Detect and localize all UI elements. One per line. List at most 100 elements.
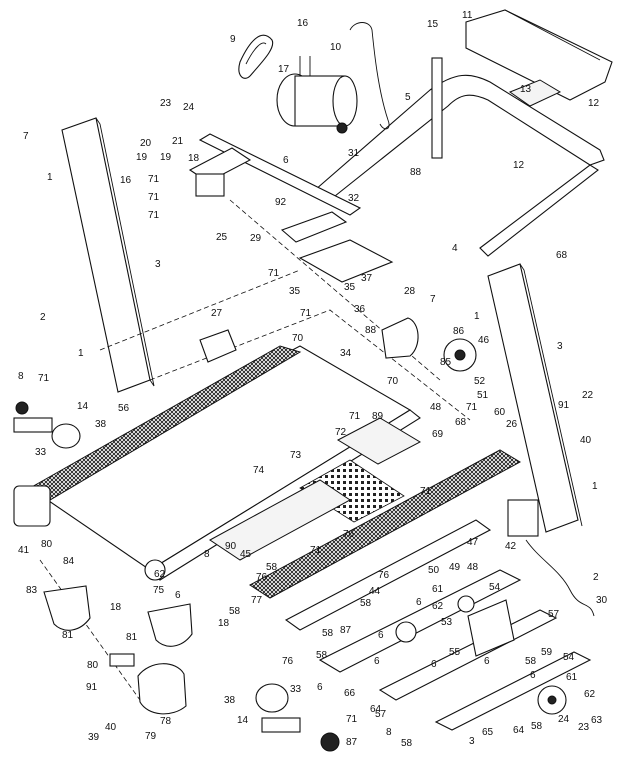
pulley-part: [395, 621, 417, 643]
part-number-label: 66: [344, 688, 356, 699]
motor-part: [276, 56, 358, 134]
part-number-label: 74: [253, 465, 265, 476]
part-number-label: 69: [432, 429, 444, 440]
part-number-label: 58: [322, 628, 334, 639]
part-number-label: 23: [578, 722, 590, 733]
part-number-label: 79: [145, 731, 157, 742]
part-number-label: 5: [405, 92, 411, 103]
part-number-label: 58: [266, 562, 278, 573]
part-number-label: 86: [453, 326, 465, 337]
part-number-label: 71: [300, 308, 312, 319]
part-number-label: 1: [47, 172, 53, 183]
part-number-label: 72: [335, 427, 347, 438]
part-number-label: 54: [563, 652, 575, 663]
part-number-label: 21: [172, 136, 184, 147]
cord-part: [349, 22, 390, 130]
connection-line: [99, 269, 301, 351]
part-number-label: 18: [110, 602, 122, 613]
deck-tray-part: [336, 417, 422, 465]
part-number-label: 80: [41, 539, 53, 550]
part-number-label: 87: [346, 737, 358, 748]
roller-guard-part: [137, 663, 187, 715]
part-number-label: 3: [469, 736, 475, 747]
part-number-label: 49: [449, 562, 461, 573]
part-number-label: 1: [592, 481, 598, 492]
roller-bracket-part: [199, 329, 237, 363]
pulley-part: [457, 595, 475, 613]
part-number-label: 71: [268, 268, 280, 279]
part-number-label: 42: [505, 541, 517, 552]
part-number-label: 81: [126, 632, 138, 643]
part-number-label: 51: [477, 390, 489, 401]
pulley-part: [15, 401, 29, 415]
end-cap-part: [109, 653, 135, 667]
part-number-label: 63: [591, 715, 603, 726]
part-number-label: 6: [530, 670, 536, 681]
part-number-label: 12: [513, 160, 525, 171]
part-number-label: 4: [452, 243, 458, 254]
part-number-label: 91: [558, 400, 570, 411]
part-number-label: 26: [506, 419, 518, 430]
part-number-label: 80: [87, 660, 99, 671]
part-number-label: 38: [224, 695, 236, 706]
part-number-label: 23: [160, 98, 172, 109]
part-number-label: 34: [340, 348, 352, 359]
part-number-label: 22: [582, 390, 594, 401]
part-number-label: 8: [18, 371, 24, 382]
part-number-label: 71: [349, 411, 361, 422]
part-number-label: 64: [513, 725, 525, 736]
part-number-label: 71: [466, 402, 478, 413]
elevation-bracket-part: [467, 599, 515, 657]
part-number-label: 6: [431, 659, 437, 670]
part-number-label: 58: [229, 606, 241, 617]
part-number-label: 18: [218, 618, 230, 629]
handrail-part: [314, 57, 605, 257]
part-number-label: 1: [78, 348, 84, 359]
lift-cord-part: [525, 539, 595, 617]
part-number-label: 62: [584, 689, 596, 700]
part-number-label: 68: [556, 250, 568, 261]
part-number-label: 84: [63, 556, 75, 567]
part-number-label: 11: [462, 10, 473, 21]
part-number-label: 48: [430, 402, 442, 413]
part-number-label: 19: [136, 152, 148, 163]
part-number-label: 18: [188, 153, 200, 164]
part-number-label: 19: [160, 152, 172, 163]
part-number-label: 77: [251, 595, 263, 606]
part-number-label: 28: [404, 286, 416, 297]
part-number-label: 90: [225, 541, 237, 552]
fan-part: [381, 317, 419, 359]
part-number-label: 39: [88, 732, 100, 743]
part-number-label: 70: [387, 376, 399, 387]
part-number-label: 1: [474, 311, 480, 322]
motor-frame-part: [188, 133, 362, 216]
part-number-label: 6: [416, 597, 422, 608]
part-number-label: 88: [410, 167, 422, 178]
part-number-label: 65: [482, 727, 494, 738]
deck-tray-part: [209, 479, 351, 561]
part-number-label: 52: [474, 376, 486, 387]
part-number-label: 15: [427, 19, 439, 30]
part-number-label: 85: [440, 357, 452, 368]
part-number-label: 3: [155, 259, 161, 270]
part-number-label: 6: [175, 590, 181, 601]
part-number-label: 7: [23, 131, 29, 142]
bracket-part: [13, 417, 53, 433]
part-number-label: 41: [18, 545, 30, 556]
part-number-label: 88: [365, 325, 377, 336]
right-upright-part: [487, 263, 583, 533]
part-number-label: 62: [432, 601, 444, 612]
part-number-label: 6: [283, 155, 289, 166]
part-number-label: 76: [343, 529, 355, 540]
part-number-label: 13: [520, 84, 532, 95]
part-number-label: 2: [40, 312, 46, 323]
part-number-label: 89: [372, 411, 384, 422]
part-number-label: 8: [204, 549, 210, 560]
part-number-label: 6: [484, 656, 490, 667]
part-number-label: 10: [330, 42, 342, 53]
part-number-label: 36: [354, 304, 366, 315]
part-number-label: 53: [441, 617, 453, 628]
part-number-label: 7: [430, 294, 436, 305]
part-number-label: 55: [449, 647, 461, 658]
